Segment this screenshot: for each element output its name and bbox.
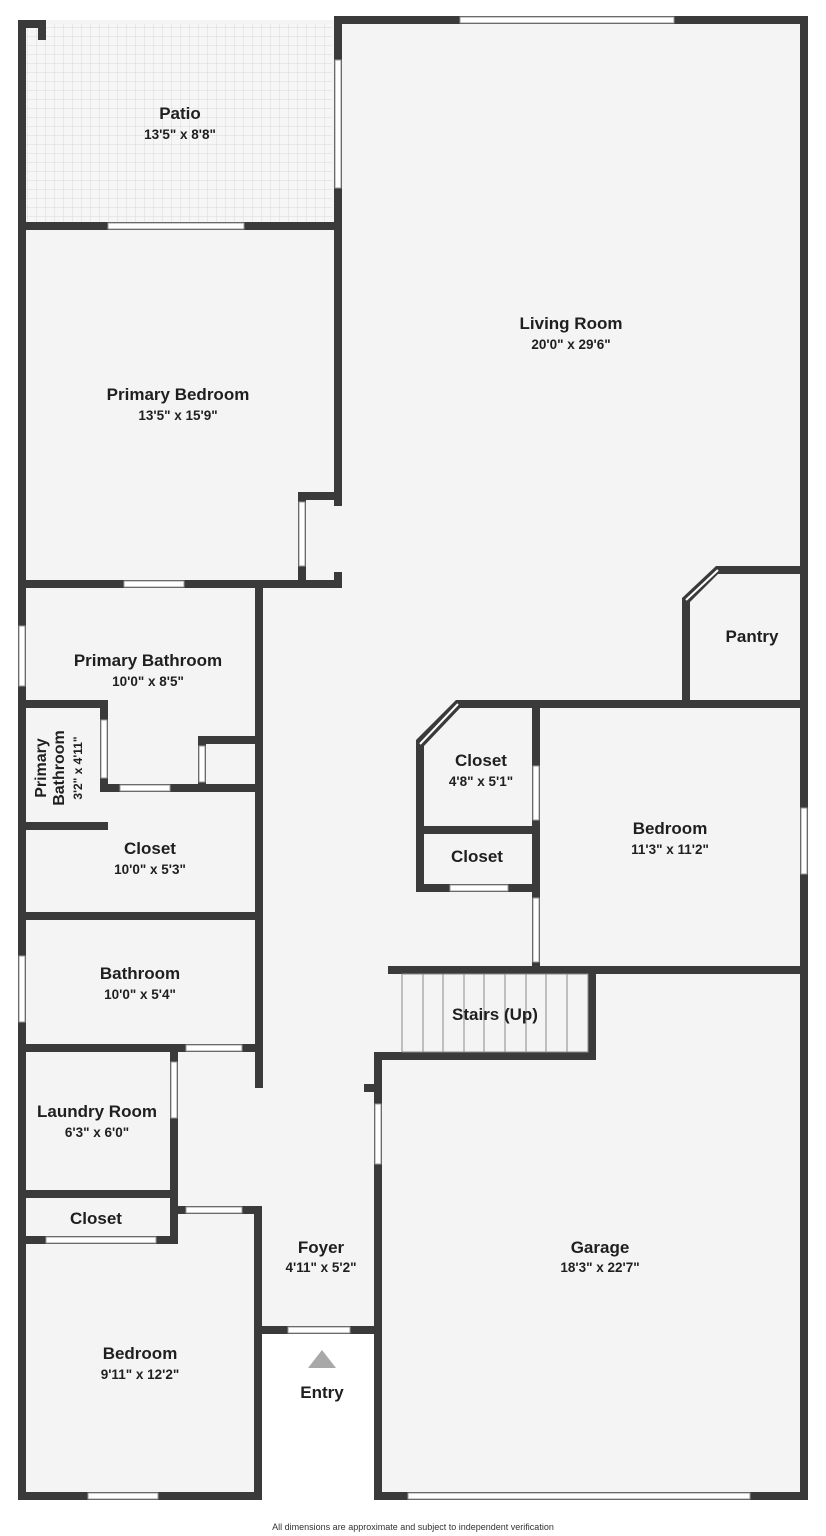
garage-dims: 18'3" x 22'7" (560, 1260, 639, 1275)
floor-areas (22, 20, 804, 1536)
primary-bedroom-dims: 13'5" x 15'9" (138, 408, 217, 423)
stairs-name: Stairs (Up) (452, 1005, 538, 1024)
patio-dims: 13'5" x 8'8" (144, 127, 216, 142)
footer-disclaimer: All dimensions are approximate and subje… (272, 1522, 554, 1532)
primary-bathroom-dims: 10'0" x 8'5" (112, 674, 184, 689)
bathroom-name: Bathroom (100, 964, 180, 983)
patio-tile-floor (26, 24, 332, 222)
entry-arrow-icon (308, 1350, 336, 1368)
bedroom-bottom-dims: 9'11" x 12'2" (101, 1367, 180, 1382)
pantry-name: Pantry (726, 627, 779, 646)
closet-bottom-name: Closet (70, 1209, 122, 1228)
primary-bathroom-small-dims: 3'2" x 4'11" (71, 736, 85, 799)
patio-name: Patio (159, 104, 201, 123)
laundry-room-name: Laundry Room (37, 1102, 157, 1121)
diagonal-walls (416, 566, 720, 746)
stairs-treads (401, 973, 589, 1053)
living-room-dims: 20'0" x 29'6" (531, 337, 610, 352)
bedroom-bottom-name: Bedroom (103, 1344, 178, 1363)
closet-left-dims: 10'0" x 5'3" (114, 862, 186, 877)
room-labels: Patio 13'5" x 8'8" Living Room 20'0" x 2… (33, 104, 779, 1402)
bedroom-right-name: Bedroom (633, 819, 708, 838)
foyer-dims: 4'11" x 5'2" (285, 1260, 356, 1275)
laundry-room-dims: 6'3" x 6'0" (65, 1125, 129, 1140)
foyer-name: Foyer (298, 1238, 345, 1257)
primary-bathroom-small-name-line1: Primary (33, 738, 50, 798)
primary-bedroom-name: Primary Bedroom (107, 385, 250, 404)
openings (18, 16, 808, 1500)
bedroom-right-dims: 11'3" x 11'2" (631, 842, 709, 857)
closet-upper-name: Closet (455, 751, 507, 770)
bathroom-dims: 10'0" x 5'4" (104, 987, 176, 1002)
living-room-name: Living Room (520, 314, 623, 333)
closet-lower-name: Closet (451, 847, 503, 866)
closet-upper-dims: 4'8" x 5'1" (449, 774, 513, 789)
primary-bathroom-name: Primary Bathroom (74, 651, 222, 670)
primary-bathroom-small-name-line2: Bathroom (51, 730, 68, 806)
entry-label: Entry (300, 1383, 344, 1402)
garage-name: Garage (571, 1238, 630, 1257)
closet-left-name: Closet (124, 839, 176, 858)
primary-bathroom-small-label: Primary Bathroom 3'2" x 4'11" (33, 730, 85, 806)
